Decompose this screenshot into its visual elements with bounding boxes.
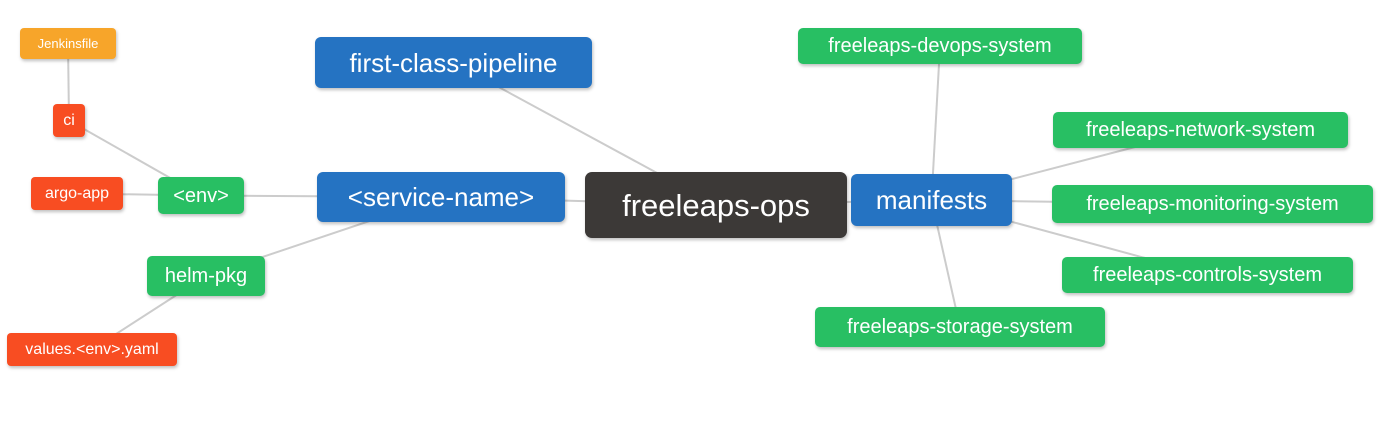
node-service-name[interactable]: <service-name> bbox=[317, 172, 565, 222]
node-freeleaps-controls-system[interactable]: freeleaps-controls-system bbox=[1062, 257, 1353, 293]
node-freeleaps-monitoring-system[interactable]: freeleaps-monitoring-system bbox=[1052, 185, 1373, 223]
node-jenkinsfile[interactable]: Jenkinsfile bbox=[20, 28, 116, 59]
node-freeleaps-network-system[interactable]: freeleaps-network-system bbox=[1053, 112, 1348, 148]
node-helm-pkg[interactable]: helm-pkg bbox=[147, 256, 265, 296]
node-ci[interactable]: ci bbox=[53, 104, 85, 137]
node-freeleaps-storage-system[interactable]: freeleaps-storage-system bbox=[815, 307, 1105, 347]
node-values-env-yaml[interactable]: values.<env>.yaml bbox=[7, 333, 177, 366]
node-argo-app[interactable]: argo-app bbox=[31, 177, 123, 210]
node-first-class-pipeline[interactable]: first-class-pipeline bbox=[315, 37, 592, 88]
node-manifests[interactable]: manifests bbox=[851, 174, 1012, 226]
node-freeleaps-devops-system[interactable]: freeleaps-devops-system bbox=[798, 28, 1082, 64]
node-freeleaps-ops[interactable]: freeleaps-ops bbox=[585, 172, 847, 238]
node-env[interactable]: <env> bbox=[158, 177, 244, 214]
